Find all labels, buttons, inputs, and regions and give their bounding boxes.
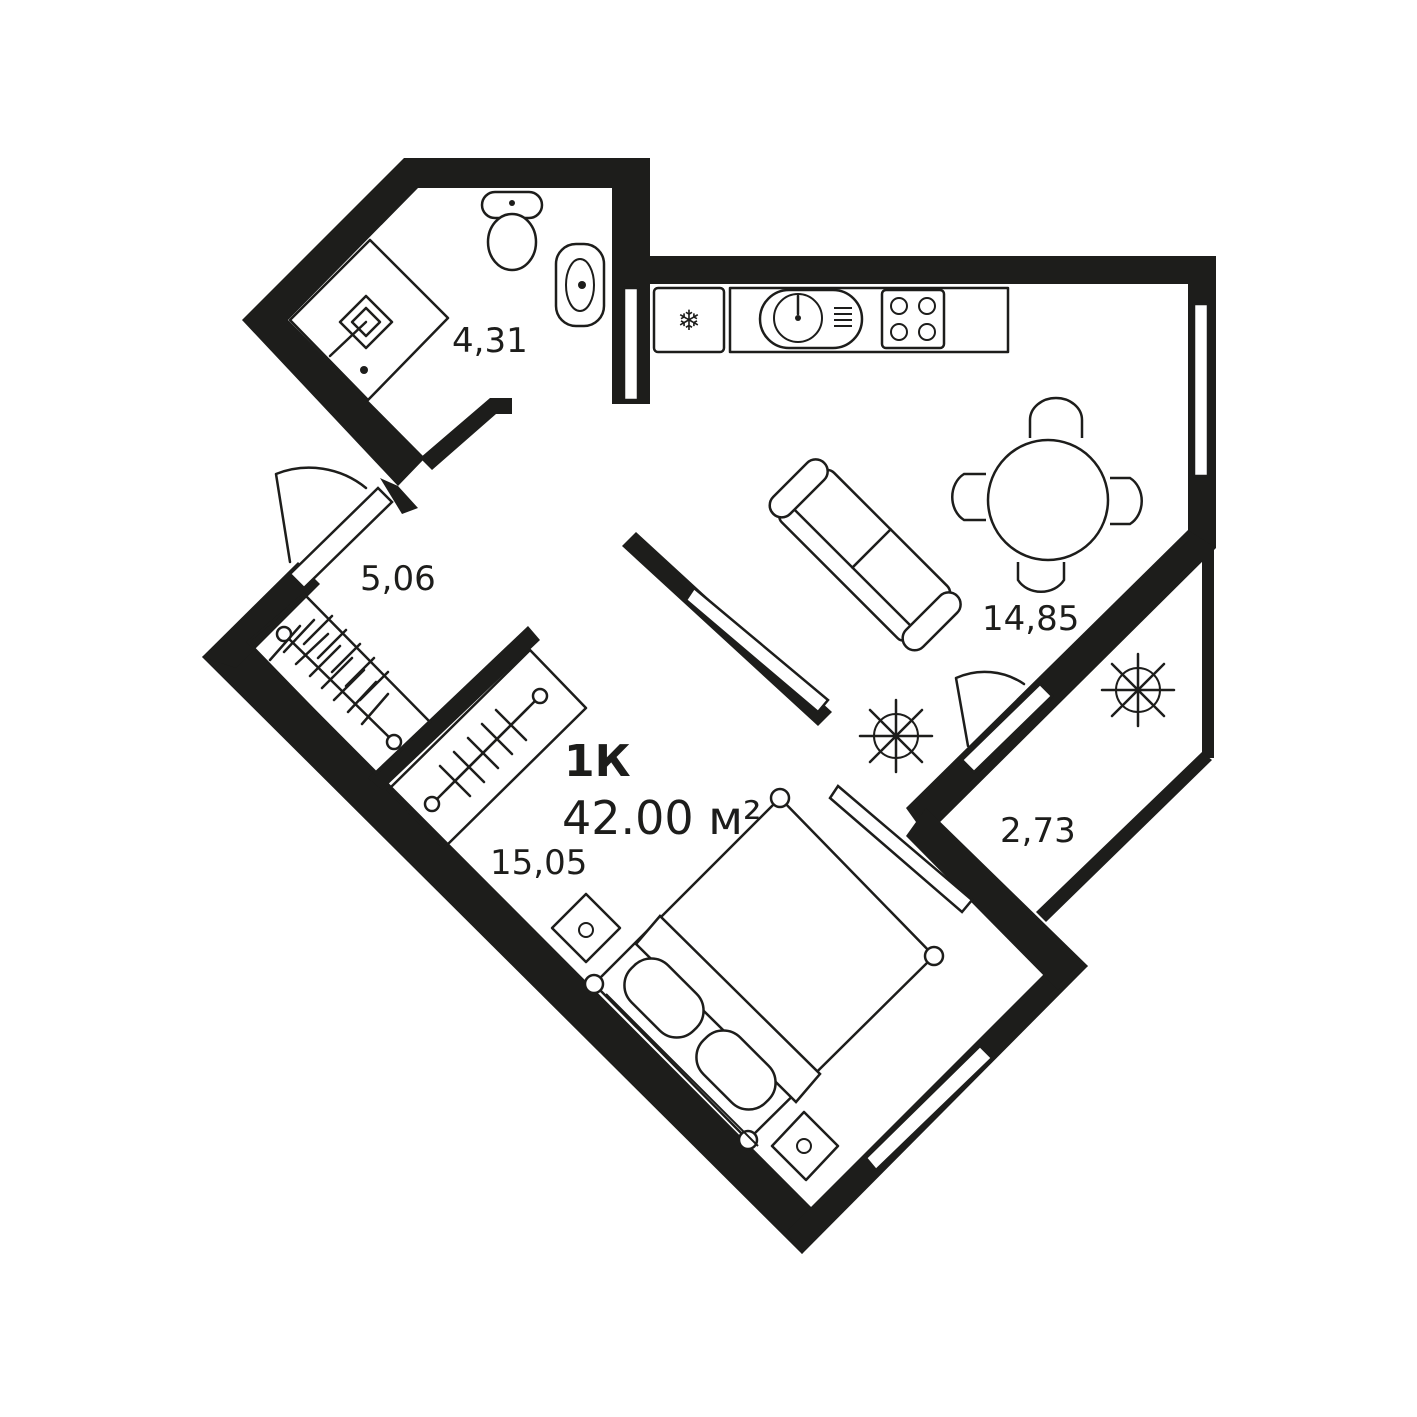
window-kitchen-left <box>622 286 640 402</box>
bed-post-1 <box>583 973 605 995</box>
nightstand-left-lamp <box>578 922 594 938</box>
door-entry-swing <box>274 466 368 564</box>
wall-partition-bath <box>420 398 512 470</box>
chair-top <box>1028 396 1084 438</box>
kitchen-sink-bowl <box>773 293 823 343</box>
doors <box>274 466 1026 748</box>
shower-tray <box>288 238 450 402</box>
wardrobe-bedroom-hangers <box>438 706 530 798</box>
wall-balcony-diag <box>1036 752 1212 922</box>
room-area-bathroom: 4,31 <box>452 321 528 361</box>
nightstand-right-lamp <box>796 1138 812 1154</box>
sofa <box>768 458 962 652</box>
burner-1 <box>890 297 908 315</box>
room-labels: 4,31 5,06 14,85 15,05 2,73 1К 42.00 м² <box>360 321 1079 883</box>
plant-living <box>858 698 934 774</box>
wardrobe-hall-rail <box>282 632 396 744</box>
room-area-hallway: 5,06 <box>360 559 436 599</box>
bed <box>583 787 945 1151</box>
sofa-arm-left <box>768 458 829 519</box>
bed-post-3 <box>923 945 945 967</box>
fridge <box>652 286 726 354</box>
wardrobe-bedroom-rail-end-2 <box>531 687 549 705</box>
shower-hose <box>328 320 368 358</box>
window-balcony-door <box>960 682 1054 774</box>
kitchen-counter <box>728 286 1010 354</box>
burner-3 <box>890 323 908 341</box>
kitchen-sink-drain <box>795 315 801 321</box>
window-hall-entry <box>288 486 394 590</box>
wall-bedroom-left <box>202 630 826 1254</box>
dining-set <box>951 396 1143 593</box>
nightstand-right <box>770 1110 840 1182</box>
window-closet-slide-1 <box>684 586 830 714</box>
wardrobe-hall-outline <box>246 592 432 776</box>
windows <box>288 286 1210 1172</box>
burner-4 <box>918 323 936 341</box>
window-kitchen-right <box>1192 302 1210 478</box>
room-area-bedroom: 15,05 <box>490 843 587 883</box>
shower-drain-inner <box>350 306 382 338</box>
unit-total-area: 42.00 м² <box>562 791 761 845</box>
plant-balcony <box>1100 652 1176 728</box>
wall-bathroom-top <box>242 158 650 330</box>
pillow-1 <box>623 957 705 1039</box>
window-bedroom <box>864 1044 994 1172</box>
toilet-dot <box>509 200 515 206</box>
wall-bedroom-right <box>906 808 1088 990</box>
cooktop <box>880 288 946 350</box>
wardrobe-bedroom-outline <box>386 648 588 850</box>
dining-table <box>986 438 1110 562</box>
shower-drain <box>338 294 394 350</box>
kitchen-fixtures: ❄ <box>652 286 1010 354</box>
toilet-bowl <box>486 212 538 272</box>
door-balcony-swing <box>954 670 1026 748</box>
burner-2 <box>918 297 936 315</box>
wardrobe-hall <box>246 592 432 776</box>
bath-sink-drain <box>578 281 586 289</box>
room-area-balcony: 2,73 <box>1000 811 1076 851</box>
wardrobe-hall-rail-end-2 <box>385 733 403 751</box>
bed-post-2 <box>769 787 791 809</box>
wardrobe-bedroom-rail-end-1 <box>423 795 441 813</box>
wall-balcony-right <box>1202 548 1214 758</box>
wall-hall-left <box>202 562 320 668</box>
chair-left <box>951 472 986 522</box>
nightstands <box>550 892 840 1182</box>
wall-bathroom-left <box>242 320 425 486</box>
sofa-seam <box>851 528 892 569</box>
plant-leaves-balcony <box>1100 652 1176 728</box>
chair-right <box>1110 476 1143 526</box>
pillow-2 <box>695 1029 777 1111</box>
kitchen-sink <box>758 288 864 350</box>
room-area-kitchen-living: 14,85 <box>982 599 1079 639</box>
wall-partition-closet <box>368 626 540 790</box>
bed-post-4 <box>737 1129 759 1151</box>
sofa-arm-right <box>901 591 962 652</box>
nightstand-left <box>550 892 622 964</box>
snowflake-icon: ❄ <box>677 304 700 337</box>
bathroom-fixtures <box>288 190 606 402</box>
bath-sink-bowl <box>565 258 595 312</box>
chair-bottom <box>1016 562 1066 593</box>
wardrobe-bedroom <box>386 648 588 850</box>
shower-dot <box>360 366 368 374</box>
plant-leaves-living <box>858 698 934 774</box>
wardrobe-hall-rail-end-1 <box>275 625 293 643</box>
bed-rail <box>605 993 759 1147</box>
wall-kitchen-top <box>650 256 1216 284</box>
wardrobe-hall-hangers <box>268 614 390 726</box>
unit-type-label: 1К <box>564 736 631 787</box>
window-closet-slide-2 <box>828 784 974 914</box>
wall-hall-left-upper <box>380 478 418 514</box>
